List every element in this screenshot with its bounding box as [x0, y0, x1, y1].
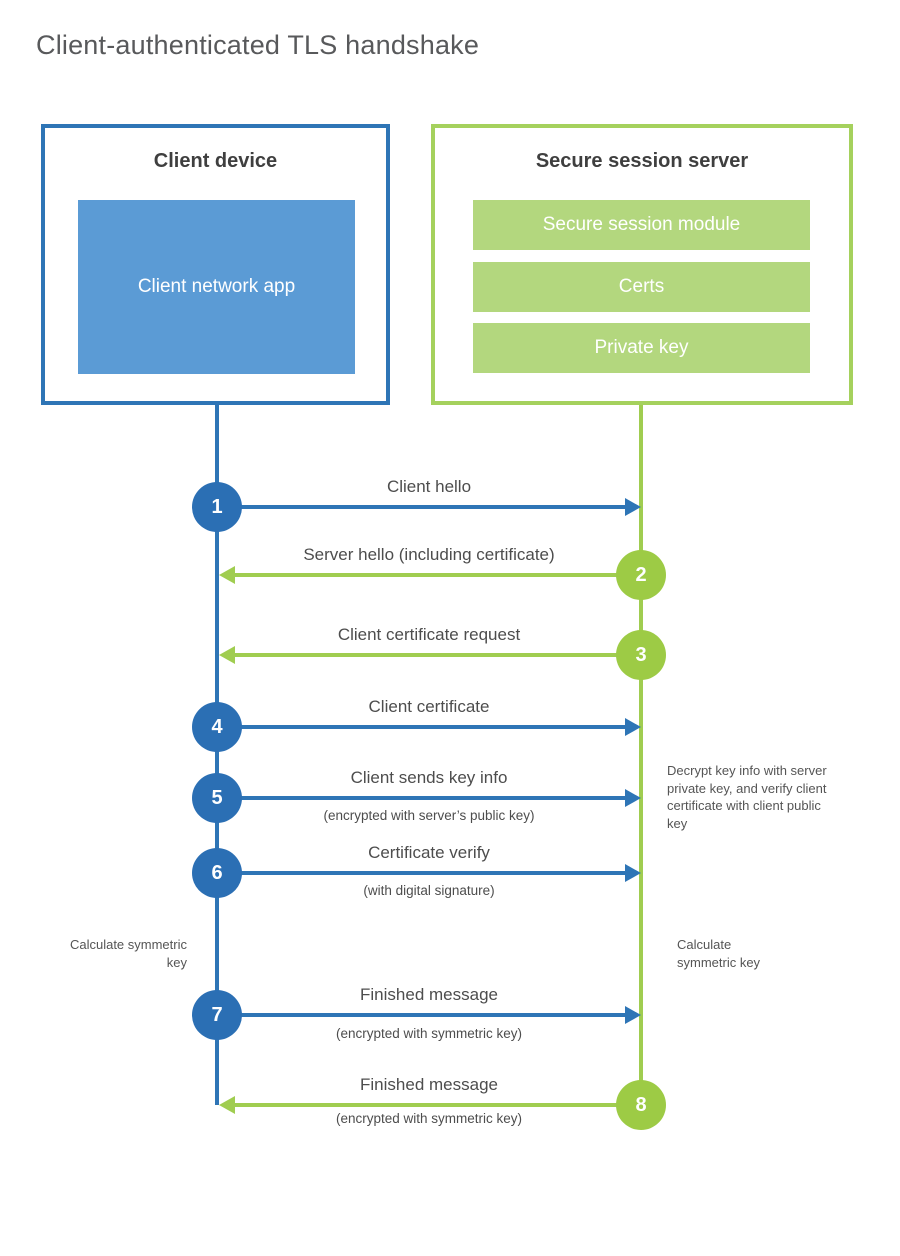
step-circle-1: 1: [192, 482, 242, 532]
step-number: 1: [211, 495, 223, 518]
step-number: 2: [635, 563, 647, 586]
server-module-label: Private key: [594, 337, 689, 358]
server-module-label: Certs: [618, 276, 665, 297]
step-number: 6: [211, 861, 223, 884]
page-title: Client-authenticated TLS handshake: [36, 30, 480, 60]
arrow-right-icon: [625, 498, 641, 516]
note-calculate-symmetric-key-client: Calculate symmetric key: [69, 937, 187, 970]
server-module-secure-session: Secure session module: [473, 200, 810, 250]
arrow-right-icon: [625, 1006, 641, 1024]
arrow-left-icon: [219, 646, 235, 664]
arrow-left-icon: [219, 566, 235, 584]
message-label: Client certificate request: [337, 625, 521, 644]
step-number: 8: [635, 1093, 647, 1116]
message-arrow: [217, 1013, 625, 1017]
step-number: 7: [211, 1003, 223, 1026]
client-network-app-box: Client network app: [78, 200, 355, 374]
client-lifeline: [215, 405, 219, 1105]
server-module-certs: Certs: [473, 262, 810, 312]
message-label: Finished message: [360, 985, 498, 1004]
message-sublabel: (with digital signature): [363, 883, 495, 898]
message-arrow: [233, 653, 641, 657]
message-arrow: [217, 725, 625, 729]
message-arrow: [217, 796, 625, 800]
message-label: Certificate verify: [368, 843, 490, 862]
step-circle-3: 3: [616, 630, 666, 680]
message-sublabel: (encrypted with server’s public key): [323, 808, 535, 823]
step-number: 5: [211, 786, 223, 809]
message-label: Client sends key info: [350, 768, 508, 787]
note-calculate-symmetric-key-server: Calculate symmetric key: [677, 937, 761, 970]
server-lifeline: [639, 405, 643, 1105]
message-arrow: [217, 505, 625, 509]
message-label: Client certificate: [368, 697, 490, 716]
message-label: Server hello (including certificate): [303, 545, 555, 564]
server-module-private-key: Private key: [473, 323, 810, 373]
arrow-right-icon: [625, 789, 641, 807]
server-module-label: Secure session module: [542, 214, 741, 235]
step-circle-5: 5: [192, 773, 242, 823]
note-decrypt-key-info: Decrypt key info with server private key…: [667, 763, 827, 831]
step-circle-2: 2: [616, 550, 666, 600]
step-circle-4: 4: [192, 702, 242, 752]
step-number: 4: [211, 715, 223, 738]
step-circle-7: 7: [192, 990, 242, 1040]
message-label: Client hello: [386, 477, 472, 496]
step-number: 3: [635, 643, 647, 666]
message-arrow: [233, 1103, 641, 1107]
message-label: Finished message: [360, 1075, 498, 1094]
client-network-app-label: Client network app: [137, 276, 296, 297]
arrow-right-icon: [625, 864, 641, 882]
client-device-title: Client device: [153, 150, 278, 172]
message-arrow: [217, 871, 625, 875]
message-sublabel: (encrypted with symmetric key): [335, 1111, 523, 1126]
step-circle-8: 8: [616, 1080, 666, 1130]
message-sublabel: (encrypted with symmetric key): [335, 1026, 523, 1041]
arrow-left-icon: [219, 1096, 235, 1114]
message-arrow: [233, 573, 641, 577]
secure-session-server-title: Secure session server: [535, 150, 749, 172]
step-circle-6: 6: [192, 848, 242, 898]
arrow-right-icon: [625, 718, 641, 736]
